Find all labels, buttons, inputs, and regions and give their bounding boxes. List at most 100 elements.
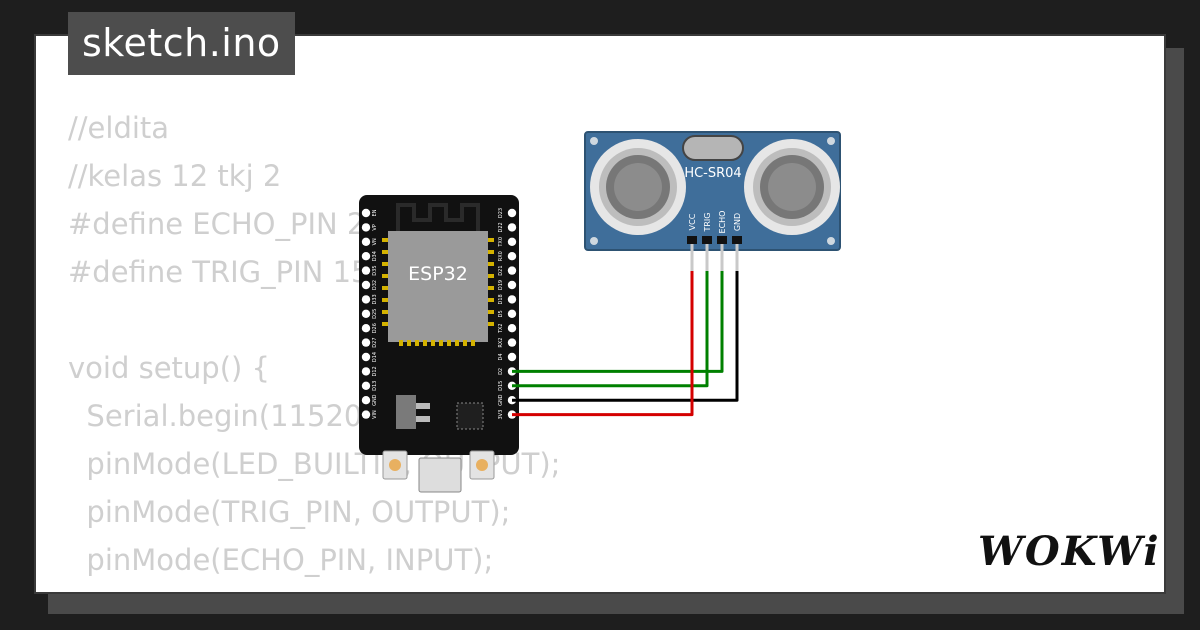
esp32-pin-en[interactable] xyxy=(361,208,371,218)
esp32-pin-label: D32 xyxy=(372,280,378,290)
module-pad xyxy=(382,262,388,266)
antenna-trace xyxy=(396,203,480,231)
esp32-pin-label: EN xyxy=(372,209,378,216)
esp32-pin-d13[interactable] xyxy=(361,381,371,390)
module-pad xyxy=(447,340,451,346)
esp32-pin-d26[interactable] xyxy=(361,324,371,333)
module-pad xyxy=(488,286,494,290)
esp32-pin-d18[interactable] xyxy=(507,295,517,304)
wokwi-logo: WOKWi xyxy=(978,528,1161,575)
sensor-pin-trig[interactable] xyxy=(705,244,709,271)
module-pad xyxy=(488,274,494,278)
module-pad xyxy=(423,340,427,346)
reset-button-cap xyxy=(476,459,488,471)
sensor-pin-echo[interactable] xyxy=(720,244,724,271)
regulator-lead xyxy=(416,403,430,409)
sensor-pin-vcc[interactable] xyxy=(690,244,694,271)
module-pad xyxy=(382,274,388,278)
esp32-pin-d25[interactable] xyxy=(361,309,371,318)
code-line: pinMode(TRIG_PIN, OUTPUT); xyxy=(68,495,511,529)
transducer-left xyxy=(590,139,686,235)
module-pad xyxy=(382,238,388,242)
esp32-pin-d34[interactable] xyxy=(361,252,371,261)
wire-echo[interactable] xyxy=(512,271,724,373)
esp32-pin-label: D21 xyxy=(498,265,504,275)
module-pad xyxy=(439,340,443,346)
esp32-pin-vp[interactable] xyxy=(361,223,371,232)
sensor-pin-label: VCC xyxy=(688,213,697,230)
module-pad xyxy=(455,340,459,346)
esp32-pin-d19[interactable] xyxy=(507,280,517,290)
esp32-pin-d35[interactable] xyxy=(361,266,371,275)
module-pad xyxy=(488,262,494,266)
esp32-pin-label: D33 xyxy=(372,294,378,304)
esp32-pin-label: VN xyxy=(372,238,378,245)
sensor-pin-label: TRIG xyxy=(703,212,712,232)
esp32-pin-tx0[interactable] xyxy=(507,237,517,246)
mount-hole xyxy=(590,137,598,145)
sensor-pin-gnd[interactable] xyxy=(735,244,739,271)
esp32-pin-d21[interactable] xyxy=(507,266,517,275)
code-line: //eldita xyxy=(68,111,170,145)
wire-vcc[interactable] xyxy=(512,271,694,417)
module-pad xyxy=(382,310,388,314)
esp32-pin-label: D26 xyxy=(372,323,378,333)
mount-hole xyxy=(827,237,835,245)
module-pad xyxy=(382,250,388,254)
esp32-pin-label: D12 xyxy=(372,366,378,376)
esp32-pin-d23[interactable] xyxy=(507,208,517,218)
esp32-pin-label: D18 xyxy=(498,294,504,304)
esp32-pin-d27[interactable] xyxy=(361,338,371,347)
sketch-title: sketch.ino xyxy=(68,12,295,75)
voltage-regulator xyxy=(396,395,416,429)
esp32-pin-d14[interactable] xyxy=(361,352,371,362)
esp32-label: ESP32 xyxy=(408,263,468,285)
esp32-devkit[interactable]: ESP32 ENVPVND34D35D32D33D25D26D27D14D12D… xyxy=(359,195,519,493)
esp32-pin-rx2[interactable] xyxy=(507,338,517,347)
esp32-pin-d32[interactable] xyxy=(361,280,371,290)
esp32-pin-d4[interactable] xyxy=(507,352,517,362)
esp32-pin-label: GND xyxy=(372,394,378,406)
code-line: #define ECHO_PIN 2 xyxy=(68,207,366,241)
esp32-pin-label: VIN xyxy=(372,410,378,419)
esp32-pin-vin[interactable] xyxy=(361,410,371,419)
module-pad xyxy=(488,310,494,314)
sensor-pin-header xyxy=(702,236,712,244)
crystal-oscillator xyxy=(682,135,744,161)
esp32-pin-d5[interactable] xyxy=(507,309,517,318)
esp32-pin-label: D34 xyxy=(372,251,378,261)
wire-trig[interactable] xyxy=(512,271,709,388)
module-pad xyxy=(463,340,467,346)
module-pad xyxy=(382,322,388,326)
sensor-pin-label: ECHO xyxy=(718,211,727,234)
usb-port xyxy=(418,457,462,493)
esp32-pin-label: TX2 xyxy=(498,323,504,334)
mount-hole xyxy=(827,137,835,145)
esp32-pin-d12[interactable] xyxy=(361,367,371,376)
sensor-pin-header xyxy=(717,236,727,244)
esp32-pin-label: D4 xyxy=(498,353,504,360)
esp32-pin-rx0[interactable] xyxy=(507,252,517,261)
sensor-pin-header xyxy=(732,236,742,244)
esp32-pin-label: D27 xyxy=(372,337,378,347)
canvas-card: //eldita //kelas 12 tkj 2 #define ECHO_PIN… xyxy=(34,34,1166,594)
module-pad xyxy=(471,340,475,346)
esp32-pin-vn[interactable] xyxy=(361,237,371,246)
module-pad xyxy=(431,340,435,346)
esp32-pin-label: VP xyxy=(372,224,378,230)
code-line: //kelas 12 tkj 2 xyxy=(68,159,282,193)
esp32-pin-gnd[interactable] xyxy=(361,396,371,405)
module-pad xyxy=(488,238,494,242)
esp32-module xyxy=(388,231,488,342)
sensor-pin-label: GND xyxy=(733,213,742,231)
esp32-pin-d33[interactable] xyxy=(361,295,371,304)
usb-uart-chip xyxy=(456,402,484,430)
wire-gnd[interactable] xyxy=(512,271,739,402)
esp32-pin-label: 3V3 xyxy=(498,410,504,420)
esp32-pin-tx2[interactable] xyxy=(507,324,517,333)
esp32-pin-label: D25 xyxy=(372,309,378,319)
esp32-pin-d22[interactable] xyxy=(507,223,517,232)
sensor-pin-header xyxy=(687,236,697,244)
